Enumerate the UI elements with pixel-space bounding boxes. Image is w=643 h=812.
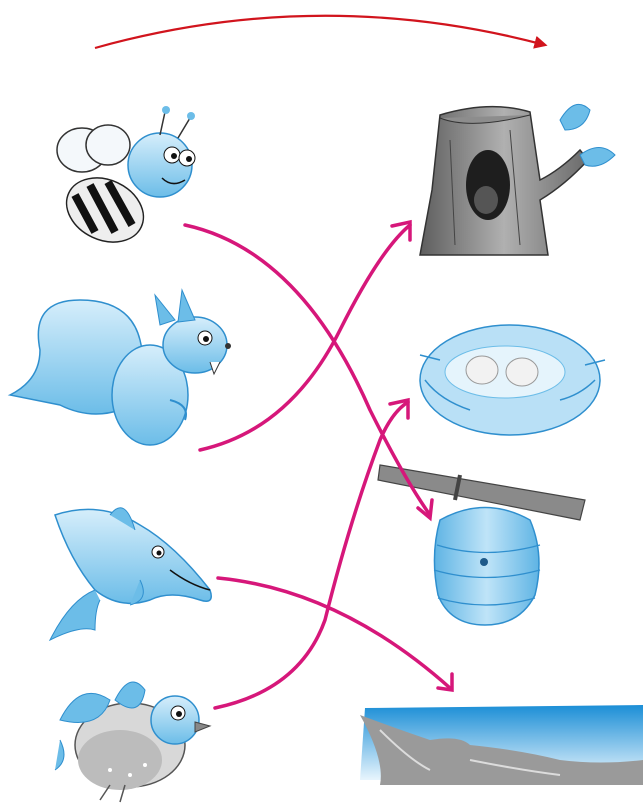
match-line-dolphin-sea [218, 578, 450, 688]
tree-hollow-icon [420, 104, 615, 255]
squirrel-icon [10, 290, 231, 445]
sea-icon [360, 705, 643, 785]
beehive-icon [378, 465, 585, 625]
match-line-bird-nest [215, 402, 408, 708]
bee-icon [56, 106, 195, 254]
direction-arrow [95, 16, 545, 48]
dolphin-icon [50, 508, 211, 640]
nest-icon [420, 325, 605, 435]
match-line-squirrel-tree [200, 225, 410, 450]
bird-icon [55, 682, 210, 802]
match-lines [185, 222, 452, 708]
